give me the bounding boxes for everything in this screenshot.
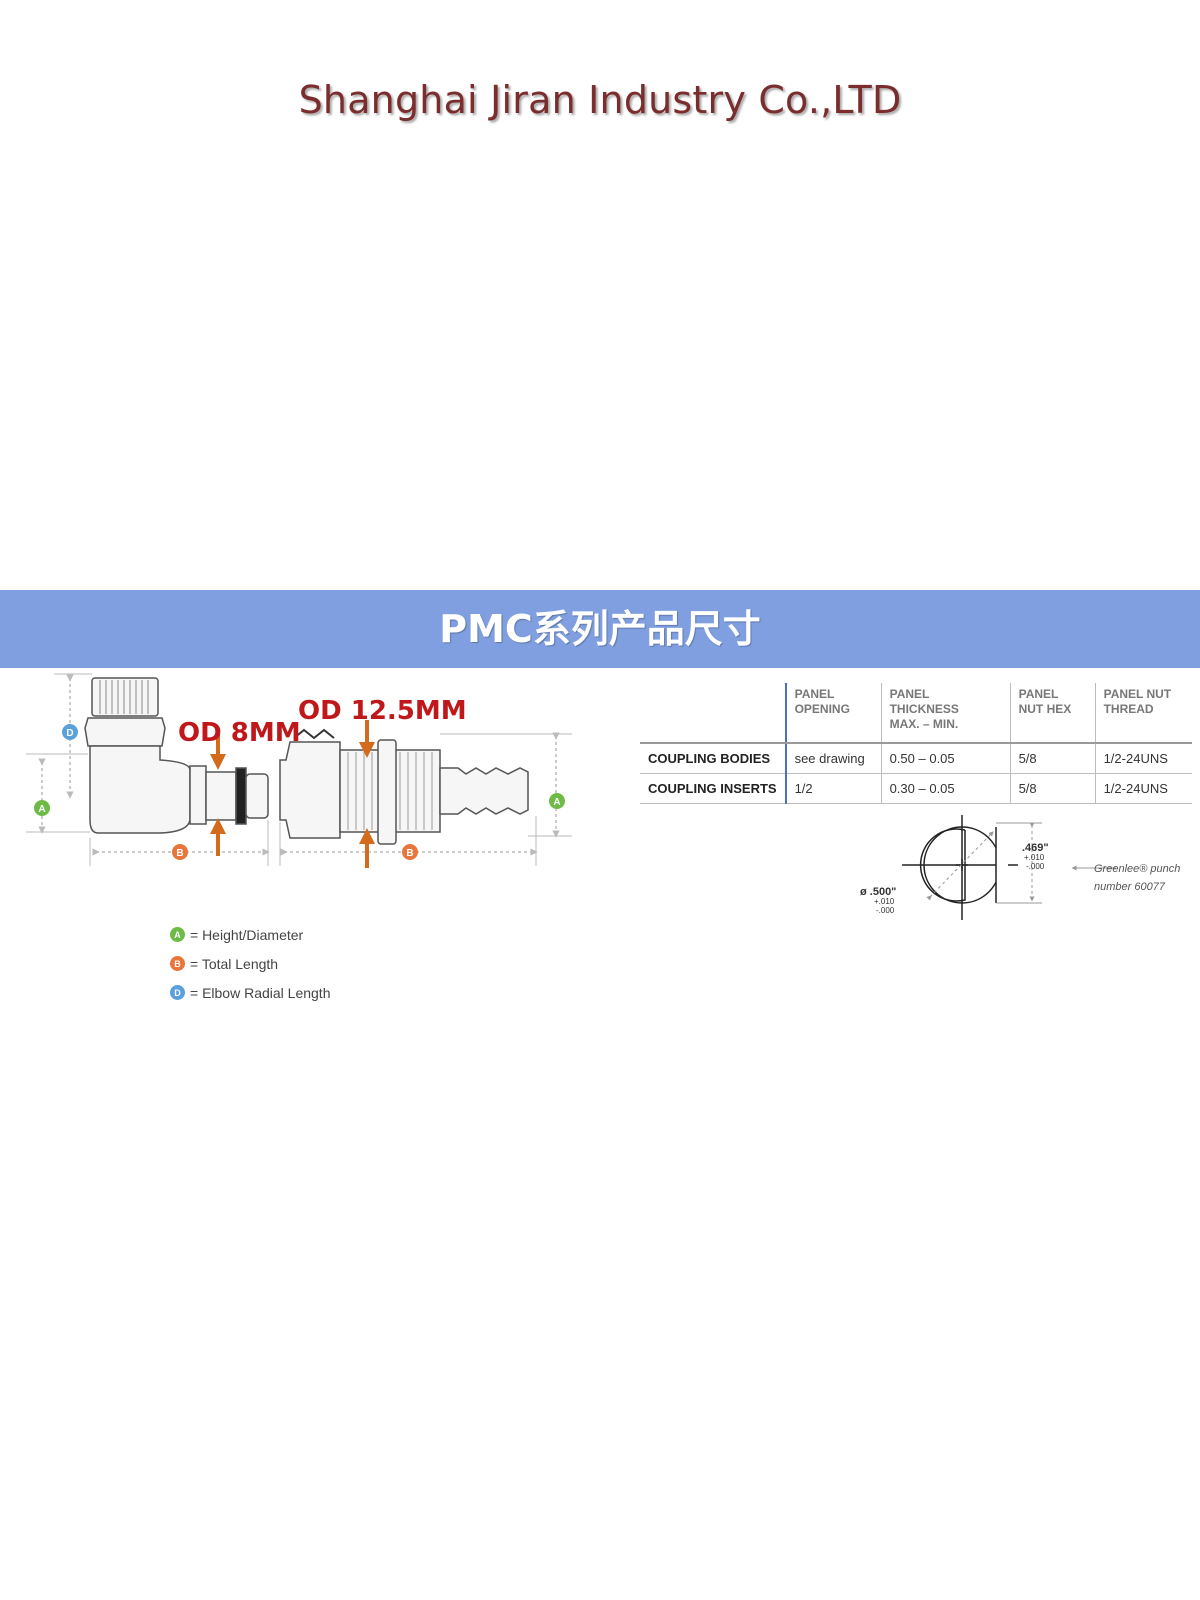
header-panel-opening: PANEL OPENING — [784, 683, 882, 744]
panel-cutout-drawing: .469" +.010 -.000 ø .500" +.010 -.000 Gr… — [860, 815, 1190, 945]
cutout-note-line2: number 60077 — [1094, 881, 1166, 893]
cutout-tol-500-minus: -.000 — [876, 906, 895, 915]
elbow-body — [84, 677, 269, 834]
cell-hex-inserts: 5/8 — [1009, 773, 1096, 804]
marker-a-left-label: A — [38, 804, 45, 815]
marker-a-right: A — [549, 793, 565, 809]
header-panel-thickness: PANEL THICKNESS MAX. – MIN. — [880, 683, 1011, 744]
bulkhead-coupling — [279, 728, 529, 845]
header-panel-nut-thread: PANEL NUT THREAD — [1094, 683, 1192, 744]
table-header-row: PANEL OPENING PANEL THICKNESS MAX. – MIN… — [640, 683, 1192, 744]
header-panel-nut-hex: PANEL NUT HEX — [1009, 683, 1096, 744]
od-12-5mm-callout: OD 12.5MM — [298, 696, 467, 726]
marker-b-left: B — [172, 844, 188, 860]
legend-dot-a: A — [170, 927, 185, 942]
coupling-drawing: D A A B B — [26, 673, 572, 868]
dimension-legend: A = Height/Diameter B = Total Length D =… — [170, 920, 331, 1007]
legend-item-height: A = Height/Diameter — [170, 920, 331, 949]
marker-d-label: D — [66, 728, 73, 739]
cutout-note-line1: Greenlee® punch — [1094, 863, 1180, 875]
cell-hex-bodies: 5/8 — [1009, 743, 1096, 774]
table-row: COUPLING INSERTS 1/2 0.30 – 0.05 5/8 1/2… — [640, 773, 1192, 804]
cell-thickness-bodies: 0.50 – 0.05 — [880, 743, 1011, 774]
legend-item-length: B = Total Length — [170, 949, 331, 978]
marker-a-right-label: A — [553, 797, 560, 808]
cell-thread-bodies: 1/2-24UNS — [1094, 743, 1192, 774]
row-label-inserts: COUPLING INSERTS — [640, 773, 786, 804]
cutout-tol-469-plus: +.010 — [1024, 853, 1045, 862]
marker-b-left-label: B — [176, 848, 183, 859]
row-label-bodies: COUPLING BODIES — [640, 743, 786, 774]
marker-b-right: B — [402, 844, 418, 860]
cutout-svg: .469" +.010 -.000 ø .500" +.010 -.000 Gr… — [860, 815, 1180, 920]
coupling-diagram: D A A B B OD 8MM OD 12.5MM A = Height/Di… — [0, 670, 600, 1010]
legend-text-length: = Total Length — [190, 955, 279, 972]
cutout-tol-469-minus: -.000 — [1026, 862, 1045, 871]
section-banner: PMC系列产品尺寸 — [0, 590, 1200, 668]
legend-dot-d: D — [170, 985, 185, 1000]
legend-dot-b: B — [170, 956, 185, 971]
od-8mm-callout: OD 8MM — [178, 718, 301, 748]
cell-thickness-inserts: 0.30 – 0.05 — [880, 773, 1011, 804]
header-blank — [640, 683, 786, 744]
legend-text-radial: = Elbow Radial Length — [190, 984, 331, 1001]
table-row: COUPLING BODIES see drawing 0.50 – 0.05 … — [640, 743, 1192, 774]
cutout-dim-469: .469" — [1022, 842, 1049, 854]
marker-d: D — [62, 724, 78, 740]
legend-text-height: = Height/Diameter — [190, 926, 304, 943]
marker-b-right-label: B — [406, 848, 413, 859]
marker-a-left: A — [34, 800, 50, 816]
cell-opening-bodies: see drawing — [784, 743, 882, 774]
panel-spec-table: PANEL OPENING PANEL THICKNESS MAX. – MIN… — [640, 683, 1192, 804]
cell-thread-inserts: 1/2-24UNS — [1094, 773, 1192, 804]
cell-opening-inserts: 1/2 — [784, 773, 882, 804]
legend-item-radial: D = Elbow Radial Length — [170, 978, 331, 1007]
company-name: Shanghai Jiran Industry Co.,LTD — [298, 78, 902, 122]
cutout-dim-500: ø .500" — [860, 886, 896, 898]
cutout-tol-500-plus: +.010 — [874, 897, 895, 906]
